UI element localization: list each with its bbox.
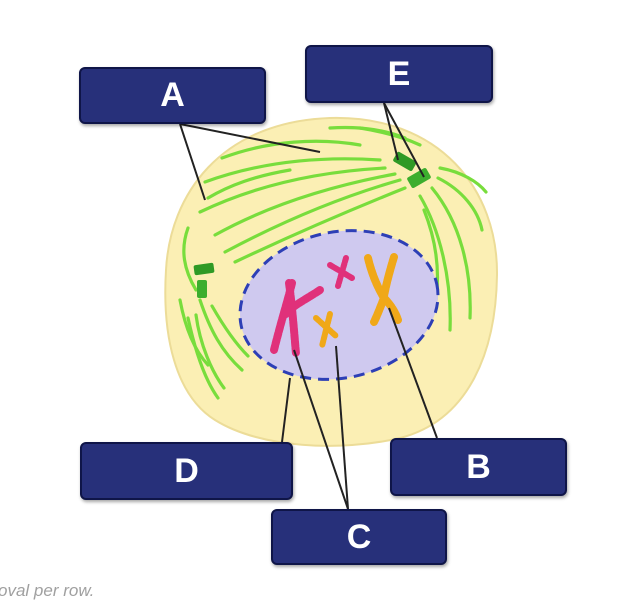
leader-a-left	[179, 123, 206, 201]
leader-e-right	[383, 102, 425, 178]
leader-lines	[179, 102, 438, 510]
chromosome-orange-large	[364, 253, 402, 326]
leader-a-right	[179, 123, 321, 153]
label-a-text: A	[160, 76, 185, 114]
label-box-b[interactable]: B	[390, 438, 567, 496]
label-e-text: E	[387, 54, 411, 93]
leader-c-right	[335, 345, 349, 510]
chromosome-pink-small	[327, 255, 355, 289]
leader-e-left	[383, 102, 399, 161]
leader-c-left	[293, 349, 349, 510]
spindle-fibers	[178, 125, 488, 400]
footer-note: oval per row.	[0, 581, 95, 600]
centriole-right	[393, 151, 431, 188]
label-d-text: D	[174, 451, 199, 490]
label-c-text: C	[346, 517, 372, 556]
leader-b	[388, 307, 438, 439]
label-box-a[interactable]: A	[79, 67, 266, 124]
centriole-left	[193, 262, 215, 298]
label-box-c[interactable]: C	[271, 509, 447, 565]
chromosome-pink-large	[270, 279, 324, 358]
leader-d	[281, 377, 291, 443]
label-b-text: B	[466, 447, 491, 486]
label-box-e[interactable]: E	[305, 45, 493, 103]
label-box-d[interactable]: D	[80, 442, 293, 500]
chromosome-orange-small	[313, 311, 339, 349]
